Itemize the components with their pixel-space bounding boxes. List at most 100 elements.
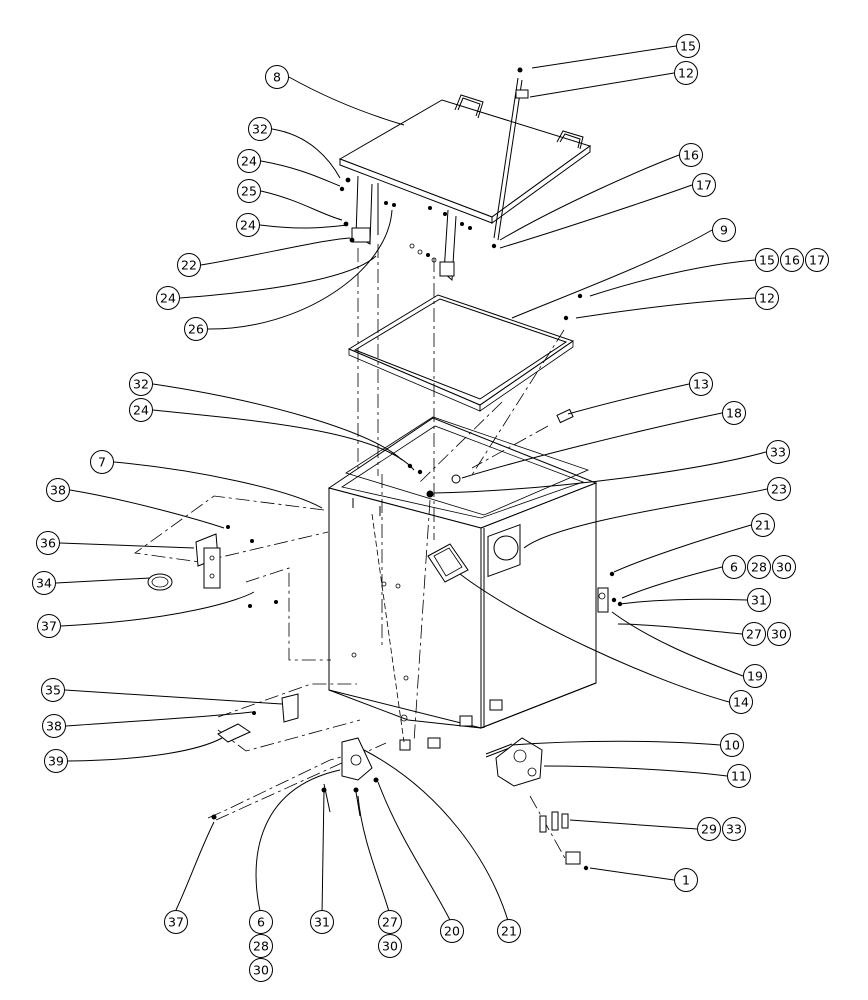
svg-text:24: 24	[160, 291, 176, 306]
callout-34[interactable]: 34	[32, 571, 56, 595]
svg-text:25: 25	[241, 184, 257, 199]
svg-text:27: 27	[382, 915, 398, 930]
svg-text:21: 21	[501, 924, 517, 939]
callout-20[interactable]: 20	[440, 919, 464, 943]
callout-22[interactable]: 22	[177, 253, 201, 277]
callout-32[interactable]: 32	[129, 372, 153, 396]
callout-25[interactable]: 25	[237, 179, 261, 203]
callout-23[interactable]: 23	[767, 477, 791, 501]
callout-7[interactable]: 7	[90, 450, 114, 474]
svg-text:12: 12	[678, 66, 694, 81]
callout-12[interactable]: 12	[755, 286, 779, 310]
callout-30[interactable]: 30	[772, 555, 796, 579]
lid-assembly	[338, 67, 592, 282]
callout-10[interactable]: 10	[720, 733, 744, 757]
callout-30[interactable]: 30	[767, 622, 791, 646]
callout-24[interactable]: 24	[129, 398, 153, 422]
callout-16[interactable]: 16	[780, 248, 804, 272]
callout-24[interactable]: 24	[237, 149, 261, 173]
svg-text:11: 11	[731, 769, 747, 784]
callout-8[interactable]: 8	[265, 65, 289, 89]
callout-39[interactable]: 39	[44, 749, 68, 773]
callout-26[interactable]: 26	[184, 317, 208, 341]
svg-text:13: 13	[693, 377, 709, 392]
callout-15[interactable]: 15	[676, 34, 700, 58]
callout-36[interactable]: 36	[36, 531, 60, 555]
callout-6[interactable]: 6	[249, 910, 273, 934]
svg-text:27: 27	[746, 627, 762, 642]
svg-text:30: 30	[771, 627, 787, 642]
svg-text:33: 33	[770, 445, 786, 460]
callout-27[interactable]: 27	[742, 622, 766, 646]
callout-38[interactable]: 38	[46, 478, 70, 502]
svg-text:8: 8	[273, 70, 281, 85]
callout-19[interactable]: 19	[743, 664, 767, 688]
callout-30[interactable]: 30	[249, 958, 273, 982]
callout-31[interactable]: 31	[747, 588, 771, 612]
callout-1[interactable]: 1	[674, 868, 698, 892]
svg-text:31: 31	[314, 915, 330, 930]
callout-37[interactable]: 37	[37, 614, 61, 638]
callout-33[interactable]: 33	[722, 817, 746, 841]
callouts: 8 15 12 32 16 24 17 25 24 9 15 16 17 22 …	[32, 34, 829, 982]
callout-9[interactable]: 9	[712, 218, 736, 242]
svg-text:37: 37	[168, 915, 184, 930]
svg-text:9: 9	[720, 223, 728, 238]
callout-28[interactable]: 28	[249, 934, 273, 958]
callout-12[interactable]: 12	[674, 61, 698, 85]
svg-text:1: 1	[682, 873, 690, 888]
callout-35[interactable]: 35	[41, 678, 65, 702]
callout-21[interactable]: 21	[751, 513, 775, 537]
svg-text:28: 28	[751, 560, 767, 575]
svg-text:36: 36	[40, 536, 56, 551]
svg-text:24: 24	[133, 403, 149, 418]
svg-text:38: 38	[50, 483, 66, 498]
svg-text:28: 28	[253, 939, 269, 954]
svg-text:6: 6	[730, 560, 738, 575]
callout-15[interactable]: 15	[755, 248, 779, 272]
callout-29[interactable]: 29	[697, 817, 721, 841]
callout-38[interactable]: 38	[42, 714, 66, 738]
svg-text:20: 20	[444, 924, 460, 939]
callout-24[interactable]: 24	[156, 286, 180, 310]
svg-text:39: 39	[48, 754, 64, 769]
callout-31[interactable]: 31	[310, 910, 334, 934]
cabinet	[327, 416, 615, 751]
svg-text:10: 10	[724, 738, 740, 753]
callout-16[interactable]: 16	[679, 143, 703, 167]
svg-text:33: 33	[726, 822, 742, 837]
svg-text:34: 34	[36, 576, 52, 591]
svg-text:14: 14	[733, 695, 749, 710]
svg-text:12: 12	[759, 291, 775, 306]
svg-text:7: 7	[98, 455, 106, 470]
svg-text:24: 24	[241, 154, 257, 169]
svg-text:15: 15	[680, 39, 696, 54]
callout-30[interactable]: 30	[378, 934, 402, 958]
callout-21[interactable]: 21	[497, 919, 521, 943]
lower-connectors	[215, 737, 589, 871]
svg-text:17: 17	[809, 253, 825, 268]
callout-37[interactable]: 37	[164, 910, 188, 934]
callout-17[interactable]: 17	[805, 248, 829, 272]
svg-text:26: 26	[188, 322, 204, 337]
svg-text:23: 23	[771, 482, 787, 497]
callout-27[interactable]: 27	[378, 910, 402, 934]
left-assembly	[133, 495, 361, 820]
svg-text:32: 32	[133, 377, 149, 392]
callout-11[interactable]: 11	[727, 764, 751, 788]
callout-33[interactable]: 33	[766, 440, 790, 464]
callout-32[interactable]: 32	[248, 117, 272, 141]
callout-14[interactable]: 14	[729, 690, 753, 714]
svg-text:37: 37	[41, 619, 57, 634]
callout-24[interactable]: 24	[236, 213, 260, 237]
callout-17[interactable]: 17	[692, 173, 716, 197]
tray	[347, 294, 575, 412]
svg-text:21: 21	[755, 518, 771, 533]
svg-text:17: 17	[696, 178, 712, 193]
callout-6[interactable]: 6	[722, 555, 746, 579]
svg-text:30: 30	[382, 939, 398, 954]
callout-13[interactable]: 13	[689, 372, 713, 396]
svg-text:15: 15	[759, 253, 775, 268]
callout-18[interactable]: 18	[722, 401, 746, 425]
callout-28[interactable]: 28	[747, 555, 771, 579]
